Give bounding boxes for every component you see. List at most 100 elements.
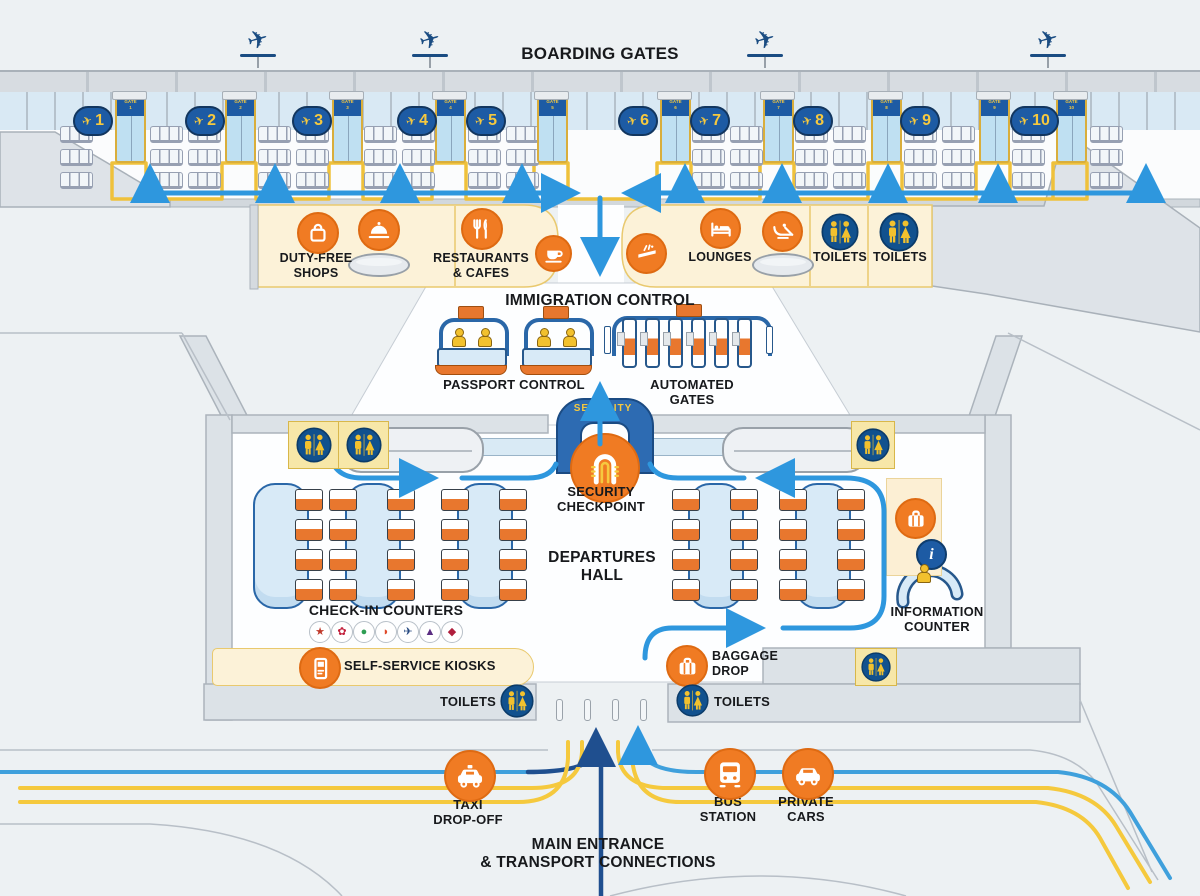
toilets-icon (338, 421, 389, 469)
departing-plane-icon: ✈ (1026, 24, 1070, 68)
gate-door: GATE 1 (112, 91, 147, 163)
immigration-title: IMMIGRATION CONTROL (505, 292, 695, 309)
toilets-icon (851, 421, 895, 469)
cloche-icon (358, 209, 400, 251)
checkin-desk (672, 549, 700, 571)
checkin-desk (295, 579, 323, 601)
gate-door: GATE 3 (329, 91, 364, 163)
boarding-gates-title: BOARDING GATES (521, 44, 679, 63)
entrance-bollard (640, 699, 647, 721)
fork-knife-icon (461, 208, 503, 250)
lounges-label: LOUNGES (688, 250, 752, 264)
seat-bench (1090, 126, 1123, 143)
toilets-icon (879, 212, 919, 252)
airline-logo-icon: ★ (309, 621, 331, 643)
checkin-desk (837, 489, 865, 511)
checkin-desk (295, 519, 323, 541)
officer-figure (563, 328, 577, 347)
seat-bench (730, 126, 763, 143)
checkin-desk (837, 519, 865, 541)
baggage-drop-icon (666, 645, 708, 687)
gate-5-badge: ✈5 (466, 106, 506, 136)
seat-bench (188, 172, 221, 189)
officer-figure (478, 328, 492, 347)
checkin-desk (499, 579, 527, 601)
seat-bench (150, 126, 183, 143)
checkin-desk (329, 489, 357, 511)
coffee-icon (535, 235, 572, 272)
checkin-desk (441, 579, 469, 601)
seat-row (60, 149, 93, 166)
gate-door: GATE 10 (1053, 91, 1088, 163)
checkin-counters-label: CHECK-IN COUNTERS (308, 602, 464, 618)
officer-figure (452, 328, 466, 347)
private-cars-label: PRIVATE CARS (778, 794, 834, 825)
automated-gates-sign (676, 304, 702, 317)
toilets-right-label: TOILETS (714, 694, 771, 709)
gate-door: GATE 6 (657, 91, 692, 163)
checkin-desk (837, 549, 865, 571)
gate-2-badge: ✈2 (185, 106, 225, 136)
e-gate-stanchion (617, 318, 637, 368)
checkin-desk (387, 549, 415, 571)
gate-4-badge: ✈4 (397, 106, 437, 136)
airline-logo-icon: ✿ (331, 621, 353, 643)
airline-logo-icon: ● (353, 621, 375, 643)
seat-bench (1012, 149, 1045, 166)
airline-logo-icon: ◆ (441, 621, 463, 643)
gate-10-badge: ✈10 (1010, 106, 1059, 136)
checkin-desk (441, 549, 469, 571)
self-service-kiosks-label: SELF-SERVICE KIOSKS (344, 658, 496, 673)
entrance-bollard (556, 699, 563, 721)
seat-bench (833, 126, 866, 143)
seat-bench (1090, 172, 1123, 189)
checkin-desk (295, 549, 323, 571)
duty-free-label: DUTY-FREE SHOPS (279, 251, 353, 280)
e-gate-stanchion (686, 318, 706, 368)
gate-1-badge: ✈1 (73, 106, 113, 136)
gate-9-badge: ✈9 (900, 106, 940, 136)
passport-booth (524, 318, 594, 356)
checkin-desk (779, 579, 807, 601)
info-agent-figure (917, 564, 931, 583)
checkin-desk (387, 519, 415, 541)
restaurants-label: RESTAURANTS & CAFES (433, 251, 529, 280)
gate-paddle (766, 326, 773, 354)
departing-plane-icon: ✈ (236, 24, 280, 68)
seat-bench (60, 149, 93, 166)
airline-logo-icon: ✈ (397, 621, 419, 643)
metal-detector-icon (570, 433, 640, 503)
self-service-kiosks-band (212, 648, 534, 686)
gate-7-badge: ✈7 (690, 106, 730, 136)
seat-bench (692, 149, 725, 166)
seat-bench (833, 149, 866, 166)
seat-row (60, 172, 93, 189)
officer-figure (537, 328, 551, 347)
bus-icon (704, 748, 756, 800)
checkin-desk (837, 579, 865, 601)
departing-plane-icon: ✈ (408, 24, 452, 68)
seat-row (258, 149, 329, 166)
seat-row (692, 149, 763, 166)
departing-plane-icon: ✈ (743, 24, 787, 68)
security-checkpoint-label: SECURITY CHECKPOINT (557, 484, 645, 515)
gate-3-badge: ✈3 (292, 106, 332, 136)
checkin-desk (730, 579, 758, 601)
airline-logo-icon: ▲ (419, 621, 441, 643)
airline-logo-icon: ◗ (375, 621, 397, 643)
gate-door: GATE 4 (432, 91, 467, 163)
seat-row (795, 149, 866, 166)
gate-door: GATE 8 (868, 91, 903, 163)
seat-bench (296, 149, 329, 166)
seat-bench (364, 126, 397, 143)
pedestal (752, 253, 814, 277)
seat-bench (942, 172, 975, 189)
seat-bench (468, 149, 501, 166)
e-gate-stanchion (709, 318, 729, 368)
checkin-desk (499, 519, 527, 541)
baggage-drop-label: BAGGAGE DROP (712, 649, 778, 678)
toilets-icon (676, 684, 709, 717)
checkin-desk (441, 489, 469, 511)
shopping-bag-icon (297, 212, 339, 254)
seat-row (904, 149, 975, 166)
